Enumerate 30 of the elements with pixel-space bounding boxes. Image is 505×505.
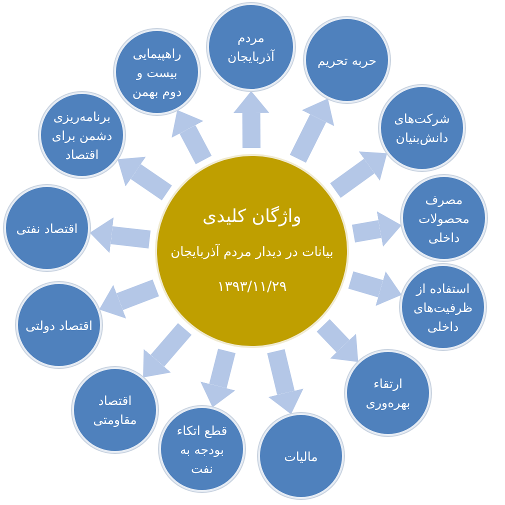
block-arrow	[290, 98, 334, 163]
block-arrow	[233, 91, 270, 148]
block-arrow	[200, 348, 236, 408]
block-arrow	[172, 110, 212, 164]
block-arrow	[330, 152, 388, 198]
topic-label: شرکت‌های دانش‌بنیان	[393, 110, 451, 147]
subtitle-text: بیانات در دیدار مردم آذربایجان	[170, 243, 334, 262]
topic-label: قطع اتکاء بودجه به نفت	[176, 422, 228, 478]
block-arrow	[99, 280, 159, 319]
topic-label: ارتقاء بهره‌وری	[364, 375, 412, 412]
block-arrow	[118, 156, 172, 200]
date-text: ۱۳۹۳/۱۱/۲۹	[217, 278, 287, 297]
block-arrow	[90, 217, 151, 254]
block-arrow	[348, 271, 402, 306]
block-arrow	[352, 211, 402, 247]
topic-label: برنامه‌ریزی دشمن برای اقتصاد	[51, 108, 113, 164]
block-arrow	[316, 319, 358, 362]
topic-label: راهپیمایی بیست و دوم بهمن	[131, 44, 183, 100]
block-arrow	[143, 323, 192, 378]
topic-circle	[379, 85, 465, 171]
block-arrow	[267, 349, 304, 414]
topic-label: اقتصاد مقاومتی	[92, 392, 138, 429]
topic-label: مردم آذربایجان	[226, 29, 276, 66]
topic-label: استفاده از ظرفیت‌های داخلی	[412, 280, 474, 336]
title-text: واژگان کلیدی	[202, 205, 302, 229]
topic-label: مصرف محصولات داخلی	[418, 190, 470, 246]
topic-label: اقتصاد دولتی	[25, 316, 92, 334]
topic-label: حربه تحریم	[317, 52, 377, 70]
topic-label: اقتصاد نفتی	[16, 220, 78, 238]
topic-label: مالیات	[284, 448, 318, 466]
